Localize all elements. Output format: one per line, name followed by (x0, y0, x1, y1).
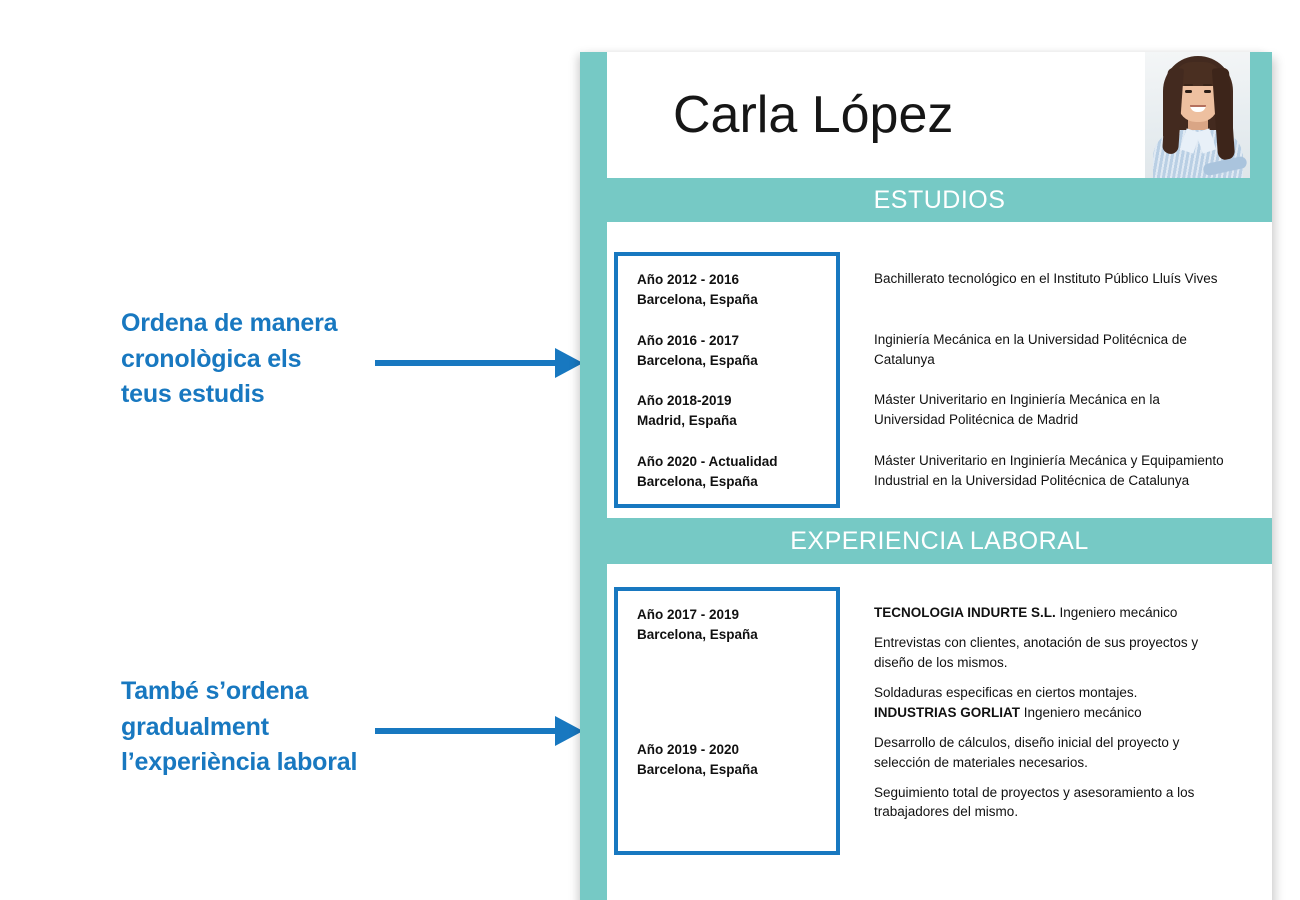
section-header-experiencia: EXPERIENCIA LABORAL (580, 518, 1272, 564)
job-bullet: Seguimiento total de proyectos y asesora… (874, 784, 1195, 820)
arrow-to-experience (375, 716, 583, 746)
page-title: Carla López (673, 86, 954, 144)
job-role: Ingeniero mecánico (1059, 605, 1178, 620)
company-name: INDUSTRIAS GORLIAT (874, 705, 1020, 720)
cv-document: Carla López (580, 52, 1272, 900)
detail-entry: Bachillerato tecnológico en el Instituto… (874, 271, 1218, 286)
photo-eye-left (1185, 90, 1192, 93)
detail-entry: INDUSTRIAS GORLIAT Ingeniero mecánico De… (874, 703, 1234, 822)
arrow-head-icon (555, 716, 583, 746)
name-plate: Carla López (607, 52, 1145, 178)
arrow-shaft (375, 360, 557, 366)
page-bottom-whitespace (607, 896, 1272, 900)
photo-brow-left (1184, 84, 1193, 86)
arrow-shaft (375, 728, 557, 734)
date-box-estudios (614, 252, 840, 508)
photo-brow-right (1203, 84, 1212, 86)
section-header-estudios: ESTUDIOS (580, 178, 1272, 222)
arrow-to-studies (375, 348, 583, 378)
photo-eye-right (1204, 90, 1211, 93)
annotation-text-studies: Ordena de manera cronològica els teus es… (121, 309, 338, 408)
detail-entry: Máster Univeritario en Inginiería Mecáni… (874, 453, 1224, 488)
company-name: TECNOLOGIA INDURTE S.L. (874, 605, 1056, 620)
annotation-text-experience: També s’ordena gradualment l’experiència… (121, 677, 358, 776)
job-title-line: INDUSTRIAS GORLIAT Ingeniero mecánico (874, 703, 1234, 723)
job-bullet: Soldaduras especificas en ciertos montaj… (874, 684, 1138, 700)
arrow-head-icon (555, 348, 583, 378)
job-bullet: Desarrollo de cálculos, diseño inicial d… (874, 734, 1180, 770)
photo-smile (1190, 105, 1206, 112)
job-bullet: Entrevistas con clientes, anotación de s… (874, 634, 1199, 670)
avatar-photo (1145, 52, 1250, 178)
job-role: Ingeniero mecánico (1023, 705, 1142, 720)
detail-entry: TECNOLOGIA INDURTE S.L. Ingeniero mecáni… (874, 603, 1234, 702)
detail-entry: Inginiería Mecánica en la Universidad Po… (874, 332, 1187, 367)
date-box-experiencia (614, 587, 840, 855)
job-title-line: TECNOLOGIA INDURTE S.L. Ingeniero mecáni… (874, 603, 1234, 623)
detail-entry: Máster Univeritario en Inginiería Mecáni… (874, 392, 1160, 427)
cv-header: Carla López (580, 52, 1272, 178)
